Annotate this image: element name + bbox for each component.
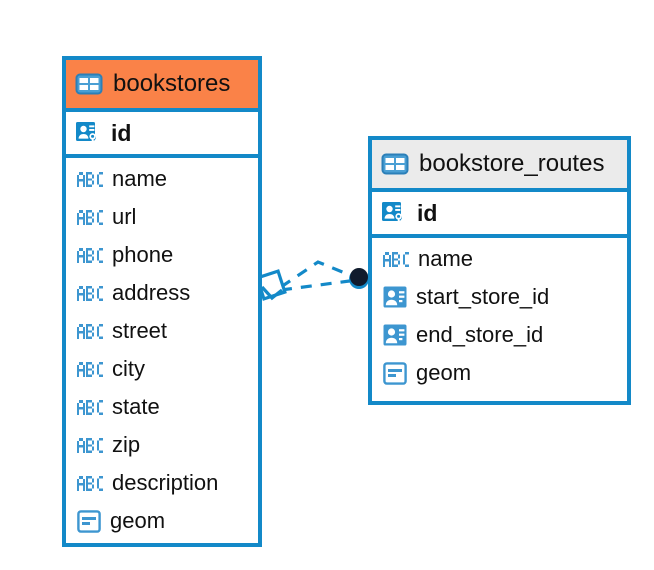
text-type-icon [77,437,103,453]
connector-branch-upper [280,260,358,289]
field-row-start-store-id[interactable]: start_store_id [372,278,627,316]
text-type-icon [383,251,409,267]
text-type-icon [77,247,103,263]
field-label-description: description [112,470,219,495]
field-row-url[interactable]: url [66,198,258,236]
text-type-icon [77,361,103,377]
text-type-icon [77,285,103,301]
field-row-primary-key[interactable]: id [372,192,627,238]
foreign-key-icon [383,324,407,346]
field-label-state: state [112,394,160,419]
field-label-start-store-id: start_store_id [416,284,550,309]
field-row-zip[interactable]: zip [66,426,258,464]
filled-circle-marker-ring [349,269,369,289]
field-row-street[interactable]: street [66,312,258,350]
geometry-type-icon [383,361,407,385]
entity-bookstores-header[interactable]: bookstores [66,60,258,112]
foreign-key-icon [383,286,407,308]
entity-bookstore-routes[interactable]: bookstore_routes id [368,136,631,405]
primary-key-icon [381,200,407,226]
table-icon [381,153,409,175]
entity-bookstores-title: bookstores [113,70,231,97]
field-row-geom[interactable]: geom [372,354,627,392]
field-label-id: id [111,119,132,146]
field-label-geom: geom [110,508,166,533]
field-label-name: name [112,166,168,191]
field-label-zip: zip [112,432,141,457]
diamond-marker-tail [260,285,283,301]
field-row-name[interactable]: name [66,160,258,198]
field-label-end-store-id: end_store_id [416,322,544,347]
field-label-address: address [112,280,191,305]
entity-bookstores[interactable]: bookstores id [62,56,262,547]
field-row-phone[interactable]: phone [66,236,258,274]
entity-bookstore-routes-header[interactable]: bookstore_routes [372,140,627,192]
geometry-type-icon [77,509,101,533]
field-row-end-store-id[interactable]: end_store_id [372,316,627,354]
field-row-description[interactable]: description [66,464,258,502]
field-label-url: url [112,204,137,229]
field-label-phone: phone [112,242,174,267]
connector-branch-lower [280,278,358,292]
field-label-name: name [418,246,474,271]
field-label-geom: geom [416,360,472,385]
entity-bookstore-routes-title: bookstore_routes [419,150,605,177]
entity-bookstores-field-list: name u [66,158,258,540]
text-type-icon [77,209,103,225]
filled-circle-marker [350,268,368,286]
text-type-icon [77,323,103,339]
field-row-primary-key[interactable]: id [66,112,258,158]
text-type-icon [77,171,103,187]
field-label-id: id [417,199,438,226]
text-type-icon [77,475,103,491]
field-row-name[interactable]: name [372,240,627,278]
field-row-address[interactable]: address [66,274,258,312]
primary-key-icon [75,120,101,146]
table-icon [75,73,103,95]
field-label-street: street [112,318,168,343]
text-type-icon [77,399,103,415]
entity-bookstore-routes-field-list: name start_store_id [372,238,627,392]
field-label-city: city [112,356,145,381]
field-row-state[interactable]: state [66,388,258,426]
field-row-city[interactable]: city [66,350,258,388]
field-row-geom[interactable]: geom [66,502,258,540]
